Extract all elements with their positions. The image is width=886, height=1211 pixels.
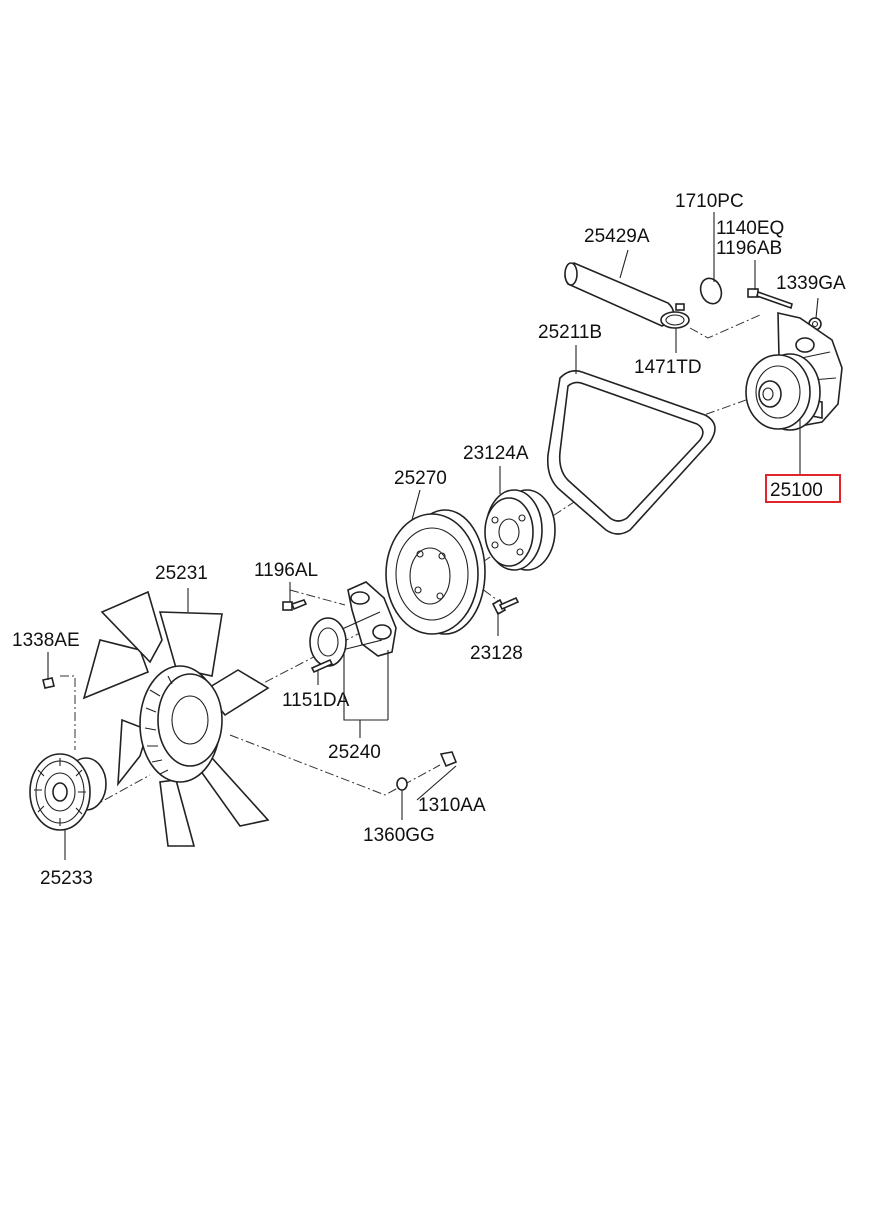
label-1710pc[interactable]: 1710PC <box>675 191 744 212</box>
bolt-1196al <box>282 599 308 611</box>
label-25240[interactable]: 25240 <box>328 742 381 763</box>
fan-clutch-25233 <box>29 753 107 831</box>
label-1310aa[interactable]: 1310AA <box>418 795 486 816</box>
label-1471td[interactable]: 1471TD <box>634 357 702 378</box>
o-ring-1710pc <box>699 277 723 305</box>
bolt-1140eq <box>747 288 793 310</box>
label-23124a[interactable]: 23124A <box>463 443 529 464</box>
hose-25429a <box>564 262 675 327</box>
pulley-25270 <box>385 509 486 635</box>
water-pump-25100 <box>745 311 843 431</box>
label-25270[interactable]: 25270 <box>394 468 447 489</box>
label-25233[interactable]: 25233 <box>40 868 93 889</box>
nut-1338ae <box>42 677 55 689</box>
leader-lines <box>47 212 819 860</box>
coupling-25240 <box>309 581 397 667</box>
label-25100[interactable]: 25100 <box>770 480 823 501</box>
bolt-23128 <box>491 596 520 616</box>
label-1338ae[interactable]: 1338AE <box>12 630 80 651</box>
screw-1151da <box>310 658 334 674</box>
label-1151da[interactable]: 1151DA <box>282 690 350 711</box>
clamp-1471td <box>660 303 690 329</box>
label-1360gg[interactable]: 1360GG <box>363 825 435 846</box>
label-1196al[interactable]: 1196AL <box>254 560 318 581</box>
fan-25231 <box>82 590 270 847</box>
label-25231[interactable]: 25231 <box>155 563 208 584</box>
label-25211b[interactable]: 25211B <box>538 322 602 343</box>
label-1339ga[interactable]: 1339GA <box>776 273 846 294</box>
part-labels: 1710PC 1140EQ 1196AB 25429A 1339GA 25211… <box>12 191 846 889</box>
nut-1310aa <box>439 751 458 768</box>
highlight-box-25100 <box>765 474 841 503</box>
label-25429a[interactable]: 25429A <box>584 226 650 247</box>
v-belt-25211b <box>546 370 716 535</box>
label-23128[interactable]: 23128 <box>470 643 523 664</box>
label-1196ab[interactable]: 1196AB <box>716 238 782 259</box>
washer-1360gg <box>396 777 408 791</box>
pulley-23124a <box>484 489 556 571</box>
label-1140eq[interactable]: 1140EQ <box>716 218 784 239</box>
